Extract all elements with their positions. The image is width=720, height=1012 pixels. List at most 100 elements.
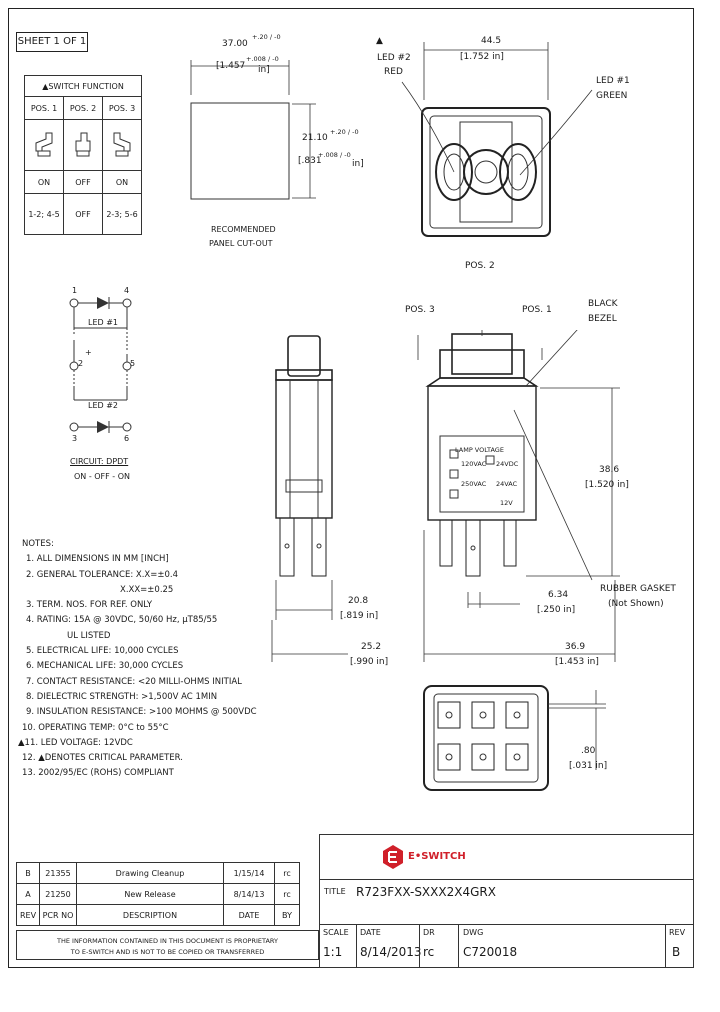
height-in: [1.520 in] — [585, 480, 629, 490]
volt-label: 24VAC — [496, 480, 518, 488]
drawing-title: R723FXX-SXXX2X4GRX — [356, 885, 496, 899]
date-label: DATE — [360, 928, 381, 937]
switch-state: ON — [102, 170, 142, 194]
rev-cell-title: REV B — [665, 924, 694, 968]
terminal-2: 2 — [78, 359, 84, 368]
proprietary-line: THE INFORMATION CONTAINED IN THIS DOCUME… — [57, 937, 278, 945]
date-cell: DATE 8/14/2013 — [356, 924, 422, 968]
cutout-height-unit: in] — [352, 159, 364, 169]
cutout-caption-1: RECOMMENDED — [211, 225, 276, 234]
dr-cell: DR rc — [419, 924, 459, 968]
circuit-led2: LED #2 — [88, 401, 119, 410]
lamp-voltage-label: LAMP VOLTAGE — [455, 446, 504, 454]
top-view-drawing — [401, 42, 593, 237]
height-mm: 38.6 — [599, 465, 620, 475]
rev-cell: New Release — [76, 883, 224, 905]
scale-value: 1:1 — [323, 945, 343, 959]
volt-label: 24VDC — [496, 460, 519, 468]
note-item: 5. ELECTRICAL LIFE: 10,000 CYCLES — [26, 646, 179, 657]
rev-cell: B — [16, 862, 40, 884]
rev-cell: rc — [274, 883, 300, 905]
depth-in: [.819 in] — [340, 611, 379, 621]
rev-header: BY — [274, 904, 300, 926]
rev-cell: rc — [274, 862, 300, 884]
cutout-width-tol-mm: +.20 / -0 — [252, 33, 281, 41]
rev-cell: 21250 — [39, 883, 77, 905]
side-view-right — [417, 330, 620, 662]
scale-label: SCALE — [323, 928, 349, 937]
terminal-1: 1 — [72, 286, 78, 295]
pos3-label: POS. 3 — [405, 305, 435, 315]
led2-label: LED #2 — [377, 53, 411, 63]
title-block-brand-row: E•SWITCH — [319, 834, 694, 880]
total-mm: 36.9 — [565, 642, 586, 652]
note-item: ▲11. LED VOLTAGE: 12VDC — [18, 737, 133, 748]
top-width-in: [1.752 in] — [460, 52, 504, 62]
led1-label: LED #1 — [596, 76, 630, 86]
switch-state: OFF — [63, 170, 103, 194]
cutout-width-in: [1.457 — [216, 61, 246, 71]
cutout-width-unit: in] — [258, 65, 270, 75]
switch-connection: 2-3; 5-6 — [102, 193, 142, 235]
cutout-height-tol-mm: +.20 / -0 — [330, 128, 359, 136]
note-item: 9. INSULATION RESISTANCE: >100 MOHMS @ 5… — [26, 707, 257, 718]
circuit-plus: + — [85, 348, 92, 357]
switch-table-header: POS. 2 — [63, 96, 103, 120]
rocker-pos1-icon — [24, 119, 64, 171]
switch-connection: OFF — [63, 193, 103, 235]
dwg-cell: DWG C720018 — [458, 924, 666, 968]
cutout-width-mm: 37.00 — [222, 39, 248, 49]
rev-label: REV — [669, 928, 686, 937]
cutout-height-in: [.831 — [298, 156, 322, 166]
depth-mm: 20.8 — [348, 596, 369, 606]
note-item: 10. OPERATING TEMP: 0°C to 55°C — [22, 722, 169, 733]
title-row: TITLE R723FXX-SXXX2X4GRX — [319, 879, 694, 925]
revision-table: B 21355 Drawing Cleanup 1/15/14 rc A 212… — [16, 862, 300, 926]
bezel-label-1: BLACK — [588, 299, 618, 309]
led2-color: RED — [384, 67, 403, 77]
notes-title: NOTES: — [22, 539, 54, 549]
side-view-left — [271, 335, 348, 662]
dr-value: rc — [423, 945, 435, 959]
switch-table-header: POS. 1 — [24, 96, 64, 120]
term-mm: 6.34 — [548, 590, 569, 600]
date-value: 8/14/2013 — [360, 945, 422, 959]
notes-list: NOTES: 1. ALL DIMENSIONS IN MM [INCH] 2.… — [18, 537, 257, 782]
proprietary-line: TO E-SWITCH AND IS NOT TO BE COPIED OR T… — [70, 948, 265, 956]
cutout-height-mm: 21.10 — [302, 133, 328, 143]
terminal-3: 3 — [72, 434, 78, 443]
rev-header: DESCRIPTION — [76, 904, 224, 926]
rocker-pos3-icon — [102, 119, 142, 171]
circuit-diagram — [69, 297, 132, 433]
total-in: [1.453 in] — [555, 657, 599, 667]
title-label: TITLE — [324, 887, 346, 896]
pos2-label: POS. 2 — [465, 261, 495, 271]
note-item: 2. GENERAL TOLERANCE: X.X=±0.4 — [26, 569, 179, 580]
top-width-mm: 44.5 — [481, 36, 502, 46]
cutout-width-tol-in: +.008 / -0 — [246, 55, 279, 63]
cutout-height-tol-in: +.008 / -0 — [318, 151, 351, 159]
rev-header: DATE — [223, 904, 275, 926]
body-in: [.990 in] — [350, 657, 389, 667]
circuit-sequence: ON - OFF - ON — [74, 472, 131, 481]
proprietary-notice: THE INFORMATION CONTAINED IN THIS DOCUME… — [16, 930, 319, 960]
bottom-dim-in: [.031 in] — [569, 761, 608, 771]
note-item: 4. RATING: 15A @ 30VDC, 50/60 Hz, μT85/5… — [26, 615, 218, 626]
terminal-4: 4 — [124, 286, 130, 295]
panel-cutout-drawing — [190, 60, 290, 200]
rev-value: B — [672, 945, 681, 959]
pos1-label: POS. 1 — [522, 305, 552, 315]
note-item: 6. MECHANICAL LIFE: 30,000 CYCLES — [26, 661, 184, 672]
volt-label: 250VAC — [461, 480, 487, 488]
term-in: [.250 in] — [537, 605, 576, 615]
bottom-dim-mm: .80 — [581, 746, 596, 756]
circuit-caption: CIRCUIT: DPDT — [70, 457, 129, 466]
revision-row: B 21355 Drawing Cleanup 1/15/14 rc — [16, 862, 300, 884]
note-item: UL LISTED — [67, 630, 111, 641]
rev-header: PCR NO — [39, 904, 77, 926]
gasket-label-1: RUBBER GASKET — [600, 584, 676, 594]
note-item: X.XX=±0.25 — [120, 584, 174, 595]
rev-cell: A — [16, 883, 40, 905]
switch-function-table: ▲SWITCH FUNCTION POS. 1 POS. 2 POS. 3 ON… — [24, 75, 142, 235]
bottom-view-drawing — [423, 685, 606, 791]
